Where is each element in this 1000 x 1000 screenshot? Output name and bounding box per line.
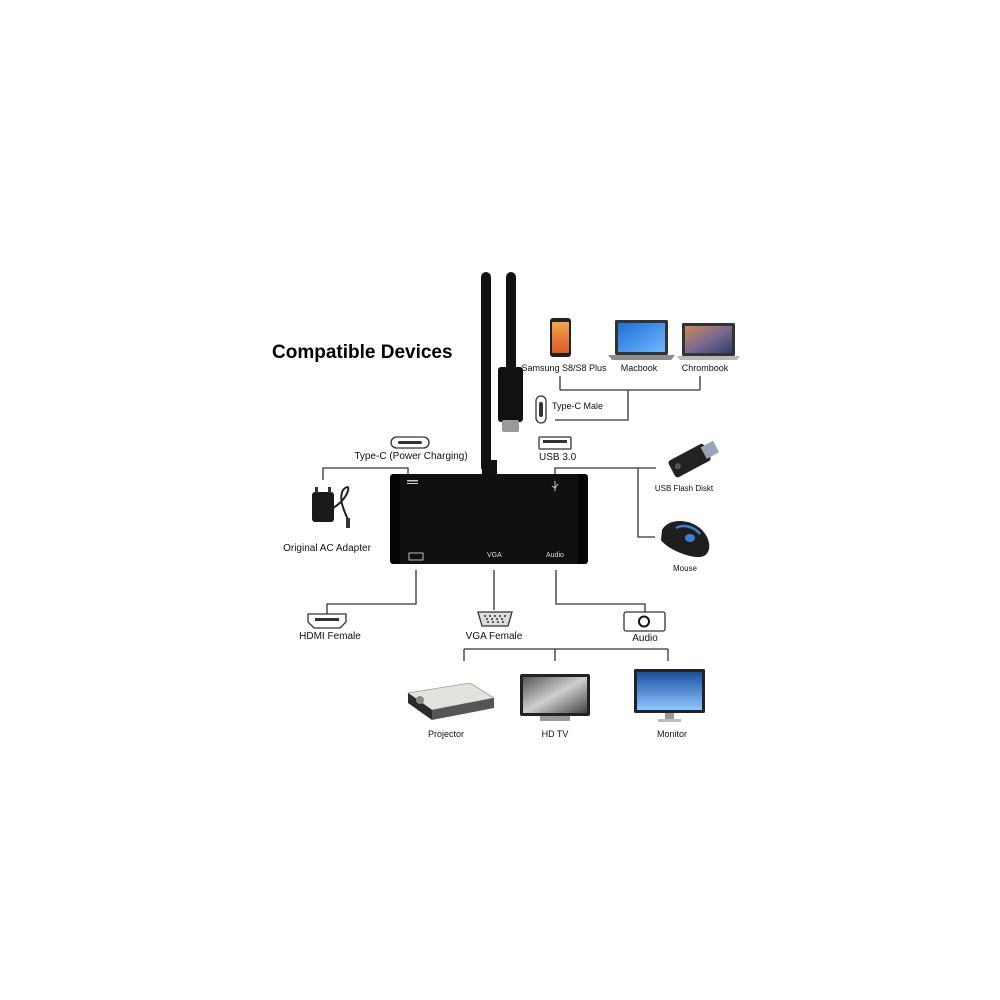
label-samsung: Samsung S8/S8 Plus [521,363,607,373]
hdmi-port-icon [307,613,347,629]
label-ac-adapter: Original AC Adapter [283,543,371,554]
label-macbook: Macbook [620,363,658,373]
label-hdtv: HD TV [541,729,569,739]
projector-icon [406,682,496,720]
usb-c-port-icon [535,395,547,424]
hub-audio-label: Audio [546,552,564,559]
page-title: Compatible Devices [272,342,453,363]
label-vga-female: VGA Female [465,631,523,642]
connector-lines [322,376,701,661]
ac-adapter-icon [312,486,350,528]
adapter-hub [390,474,588,564]
audio-jack-icon [623,611,666,632]
usb-flash-drive-icon [668,440,720,478]
mouse-icon [661,521,710,558]
label-hdmi-female: HDMI Female [299,631,361,642]
label-audio: Audio [632,633,658,644]
label-chromebook: Chrombook [681,363,729,373]
label-typec-power: Type-C (Power Charging) [354,451,468,462]
usb-c-port-icon-power [390,436,430,449]
vga-port-icon [477,611,513,627]
label-typec-male: Type-C Male [552,401,604,411]
label-projector: Projector [427,729,465,739]
tv-icon [520,674,590,721]
smartphone-icon [550,318,571,357]
laptop-icon-2 [677,323,740,360]
label-usb3: USB 3.0 [539,452,577,463]
label-mouse: Mouse [672,564,698,573]
usb-c-cable [481,272,523,476]
usb-a-port-icon [538,436,572,450]
laptop-icon [608,320,675,360]
label-monitor: Monitor [656,729,688,739]
hub-vga-label: VGA [487,552,502,559]
label-usb-flash: USB Flash Diskt [654,484,714,493]
monitor-icon [634,669,705,722]
